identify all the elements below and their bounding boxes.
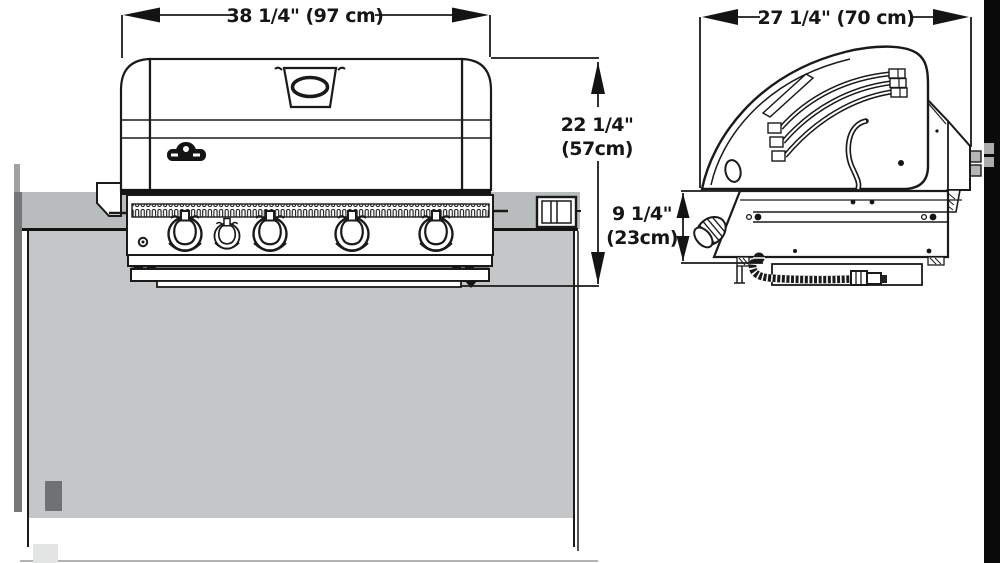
side-base-height-label-inches: 9 1/4" <box>612 203 672 225</box>
burner-knob <box>167 209 203 253</box>
hood-vent-stripes <box>767 68 908 162</box>
burner-knob <box>252 209 288 253</box>
side-depth-label: 27 1/4" (70 cm) <box>758 7 915 29</box>
utility-box <box>535 195 581 229</box>
side-base-height-dimension: 9 1/4" (23cm) <box>606 190 763 264</box>
side-view: 27 1/4" (70 cm) 9 1/4" (23cm) <box>606 7 982 286</box>
side-base-height-label-metric: (23cm) <box>606 227 678 249</box>
burner-knob <box>334 209 370 253</box>
gas-hose <box>748 252 887 286</box>
right-black-bar <box>984 0 1000 563</box>
hood-hook-detail <box>845 118 869 192</box>
front-width-label: 38 1/4" (97 cm) <box>227 5 384 27</box>
burner-knob <box>418 209 454 253</box>
side-hood <box>700 45 930 192</box>
burner-knob-small <box>213 217 241 250</box>
front-height-label-inches: 22 1/4" <box>561 114 634 136</box>
counter-shadow-patch <box>45 481 62 511</box>
left-bracket <box>96 182 122 217</box>
side-depth-dimension: 27 1/4" (70 cm) <box>699 7 972 188</box>
brand-badge <box>167 142 206 161</box>
front-height-label-metric: (57cm) <box>561 138 633 160</box>
vent-strip <box>131 203 490 218</box>
side-knob <box>693 215 727 249</box>
rear-panel <box>924 96 982 213</box>
lid-right-cap <box>460 57 493 192</box>
rivet <box>898 160 904 166</box>
grill-base-bands <box>127 254 493 288</box>
front-width-dimension: 38 1/4" (97 cm) <box>121 5 491 58</box>
hood-trim <box>761 73 815 118</box>
lid-handle <box>274 66 346 109</box>
drip-tray <box>156 280 462 288</box>
counter-left-upper-edge <box>14 164 20 192</box>
front-view: 38 1/4" (97 cm) 22 1/4" (57cm) <box>14 5 636 551</box>
side-base <box>693 189 962 286</box>
lid-left-cap <box>119 57 152 192</box>
counter-left-edge-shadow <box>14 192 22 512</box>
drip-spout <box>465 281 477 288</box>
ignition-button <box>137 236 149 248</box>
grill-front <box>96 57 508 288</box>
hood-oval-detail <box>724 159 742 183</box>
bottom-artifacts <box>20 544 598 563</box>
front-height-dimension: 22 1/4" (57cm) <box>461 57 636 287</box>
